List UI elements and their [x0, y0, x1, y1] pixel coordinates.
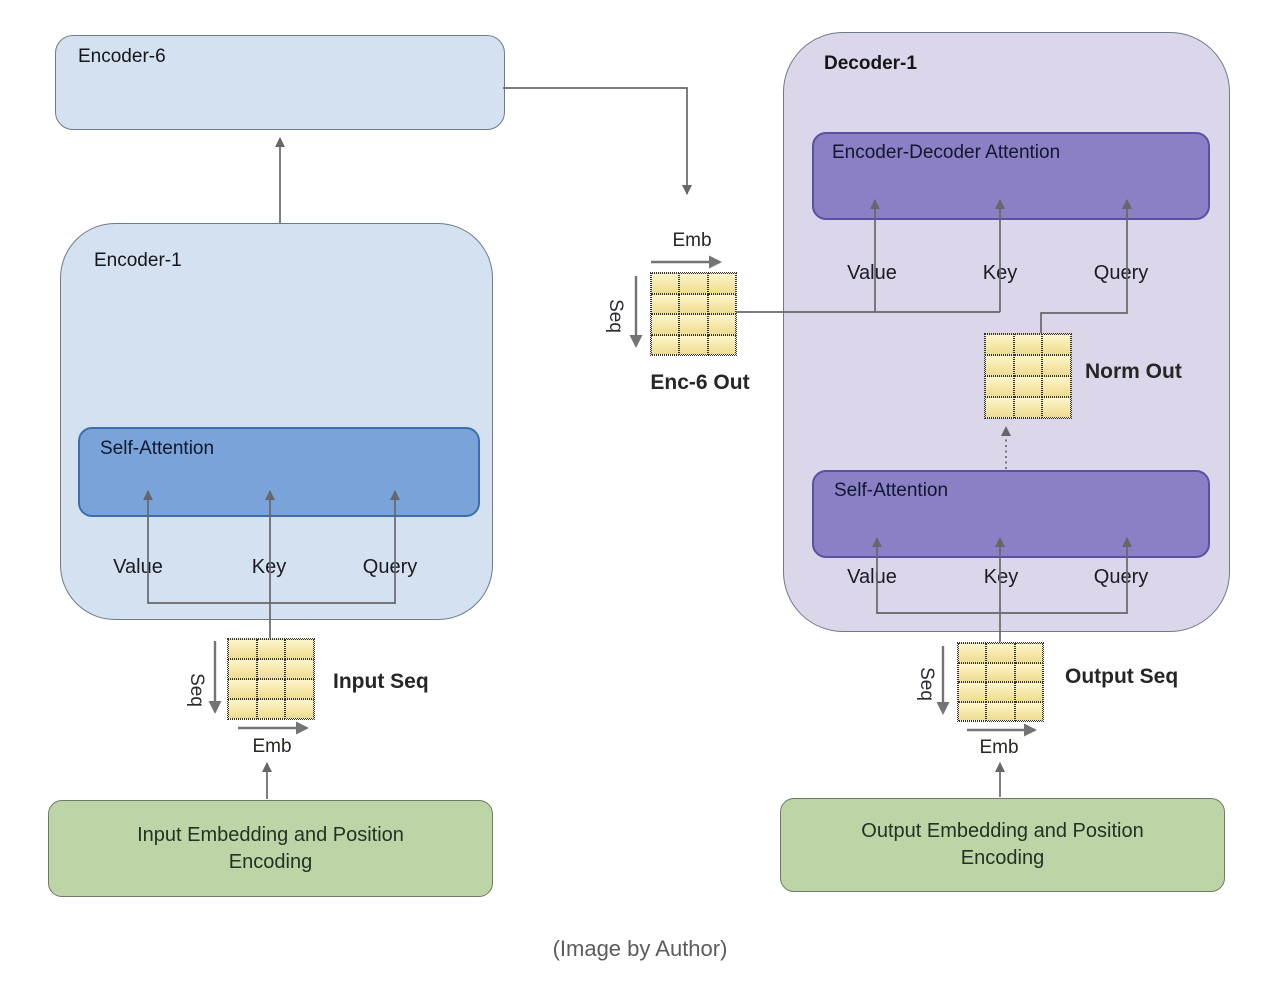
matrix-cell	[707, 293, 736, 314]
decoder-bottom-query-label: Query	[1093, 566, 1149, 588]
matrix-cell	[256, 679, 286, 699]
matrix-cell	[285, 699, 314, 719]
matrix-cell	[651, 273, 680, 294]
decoder-1-title: Decoder-1	[824, 53, 917, 74]
matrix-cell	[1014, 662, 1043, 682]
image-caption: (Image by Author)	[552, 936, 728, 961]
matrix-cell	[679, 334, 708, 355]
enc6-emb-axis-label: Emb	[672, 230, 712, 251]
matrix-cell	[285, 659, 314, 679]
decoder-top-key-label: Key	[982, 262, 1018, 284]
matrix-cell	[1013, 376, 1043, 397]
matrix-cell	[986, 682, 1015, 702]
matrix-cell	[228, 679, 257, 699]
matrix-cell	[679, 314, 708, 335]
matrix-cell	[1042, 355, 1071, 376]
output-seq-matrix	[957, 642, 1044, 722]
matrix-cell	[707, 314, 736, 335]
matrix-cell	[1013, 397, 1043, 418]
encoder-6-box: Encoder-6	[55, 35, 505, 130]
encoder-self-attention-title: Self-Attention	[100, 438, 215, 459]
matrix-cell	[285, 639, 314, 659]
matrix-cell	[1013, 334, 1043, 355]
matrix-cell	[256, 639, 286, 659]
encoder-decoder-attention-box: Encoder-Decoder Attention	[812, 132, 1210, 220]
matrix-cell	[986, 701, 1015, 721]
output-emb-axis-label: Emb	[979, 737, 1019, 758]
matrix-cell	[985, 334, 1014, 355]
decoder-self-attention-box: Self-Attention	[812, 470, 1210, 558]
matrix-cell	[651, 314, 680, 335]
matrix-cell	[256, 699, 286, 719]
matrix-cell	[1013, 355, 1043, 376]
encoder-1-box: Encoder-1	[60, 223, 493, 620]
matrix-cell	[707, 334, 736, 355]
output-embedding-box: Output Embedding and Position Encoding	[780, 798, 1225, 892]
enc6-seq-axis-label: Seq	[605, 299, 626, 333]
matrix-cell	[1042, 334, 1071, 355]
matrix-cell	[985, 376, 1014, 397]
matrix-cell	[228, 659, 257, 679]
matrix-cell	[1014, 643, 1043, 663]
input-embedding-title: Input Embedding and Position Encoding	[137, 823, 404, 873]
matrix-cell	[1014, 682, 1043, 702]
encoder-self-attention-box: Self-Attention	[78, 427, 480, 517]
matrix-cell	[958, 682, 987, 702]
decoder-bottom-value-label: Value	[847, 566, 897, 588]
matrix-cell	[958, 662, 987, 682]
input-seq-label: Input Seq	[333, 670, 429, 693]
decoder-top-value-label: Value	[847, 262, 897, 284]
matrix-cell	[707, 273, 736, 294]
matrix-cell	[958, 643, 987, 663]
matrix-cell	[985, 397, 1014, 418]
matrix-cell	[651, 293, 680, 314]
enc6-out-matrix	[650, 272, 737, 356]
matrix-cell	[985, 355, 1014, 376]
output-seq-label: Output Seq	[1065, 665, 1179, 688]
decoder-top-query-label: Query	[1093, 262, 1149, 284]
matrix-cell	[651, 334, 680, 355]
norm-out-label: Norm Out	[1085, 360, 1182, 383]
input-seq-matrix	[227, 638, 315, 720]
input-embedding-box: Input Embedding and Position Encoding	[48, 800, 493, 897]
matrix-cell	[1042, 397, 1071, 418]
output-embedding-title: Output Embedding and Position Encoding	[861, 820, 1144, 869]
matrix-cell	[679, 293, 708, 314]
matrix-cell	[228, 639, 257, 659]
arrow-encoder6-to-enc6out-icon	[503, 87, 692, 195]
enc6-out-label: Enc-6 Out	[650, 371, 750, 394]
encoder-query-label: Query	[362, 556, 418, 578]
matrix-cell	[256, 659, 286, 679]
input-seq-axis-label: Seq	[186, 673, 207, 707]
decoder-self-attention-title: Self-Attention	[834, 480, 949, 501]
matrix-cell	[679, 273, 708, 294]
matrix-cell	[1014, 701, 1043, 721]
matrix-cell	[285, 679, 314, 699]
encoder-1-title: Encoder-1	[94, 250, 182, 271]
encoder-key-label: Key	[251, 556, 287, 578]
matrix-cell	[1042, 376, 1071, 397]
encoder-value-label: Value	[113, 556, 163, 578]
input-emb-axis-label: Emb	[252, 736, 292, 757]
encoder-decoder-attention-title: Encoder-Decoder Attention	[832, 142, 1061, 163]
encoder-6-title: Encoder-6	[78, 46, 166, 67]
matrix-cell	[986, 662, 1015, 682]
matrix-cell	[986, 643, 1015, 663]
norm-out-matrix	[984, 333, 1072, 419]
output-seq-axis-label: Seq	[916, 667, 937, 701]
decoder-bottom-key-label: Key	[983, 566, 1019, 588]
matrix-cell	[958, 701, 987, 721]
matrix-cell	[228, 699, 257, 719]
